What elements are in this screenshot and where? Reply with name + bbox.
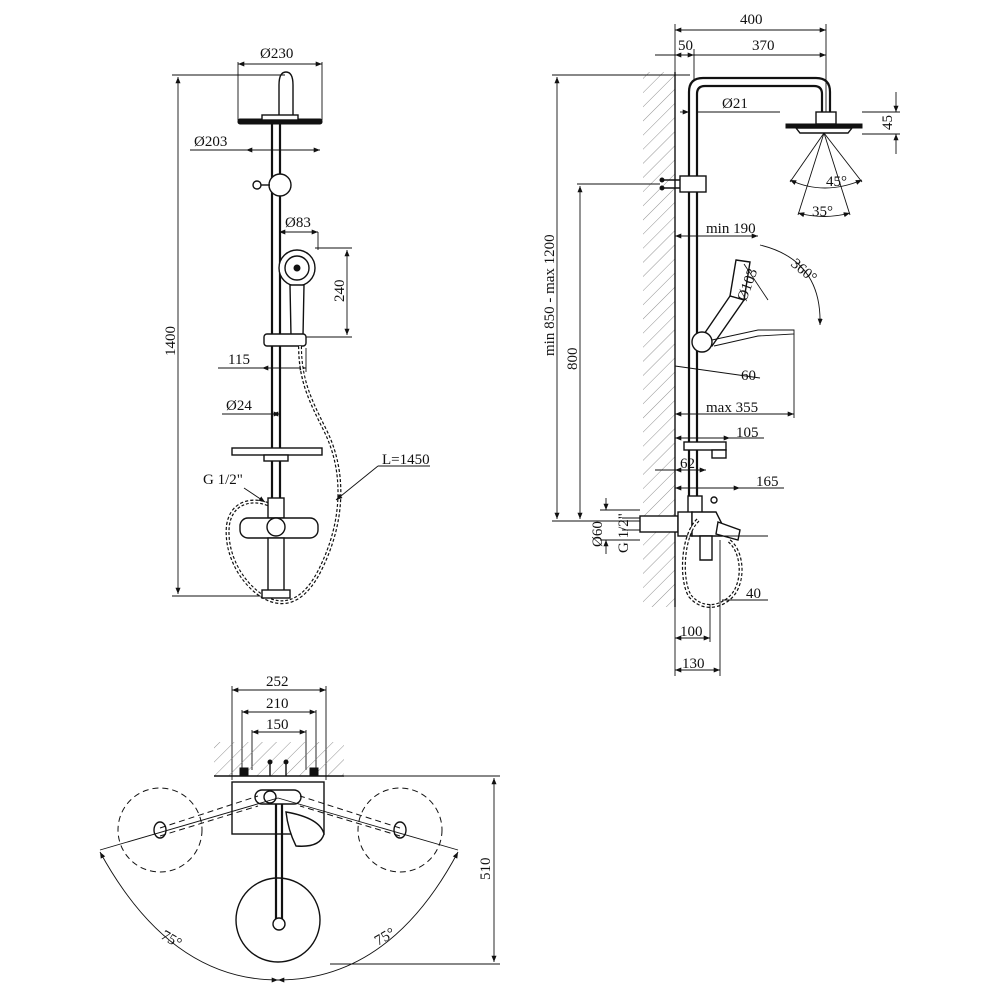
label-handshower-diameter: Ø83 [285, 215, 311, 231]
label-holder-min: min 190 [706, 221, 756, 237]
label-arm-diameter: Ø21 [722, 96, 748, 112]
label-head-outer: Ø230 [260, 46, 293, 62]
label-rotation: 360° [787, 256, 819, 287]
label-front-thread: G 1/2" [203, 472, 243, 488]
label-wall-offset: 50 [678, 38, 693, 54]
front-view: Ø230 Ø203 Ø83 240 1400 [163, 46, 430, 605]
top-view: 252 210 150 [99, 674, 500, 983]
label-top-width-inner: 150 [266, 717, 289, 733]
label-arm-reach: 370 [752, 38, 775, 54]
label-spout-height: 40 [746, 586, 761, 602]
label-head-inner: Ø203 [194, 134, 227, 150]
label-pipe-diameter: Ø24 [226, 398, 252, 414]
label-spray-inner: 35° [812, 204, 833, 220]
label-top-width-outer: 252 [266, 674, 289, 690]
label-flange-diameter: Ø60 [590, 521, 606, 547]
label-head-thickness: 45 [880, 115, 896, 130]
label-holder-offset: 115 [228, 352, 250, 368]
label-shelf-depth: 105 [736, 425, 759, 441]
label-height-800: 800 [565, 348, 581, 371]
label-mixer-depth-1: 100 [680, 624, 703, 640]
label-valve-offset: 62 [680, 456, 695, 472]
label-hose-length: L=1450 [382, 452, 430, 468]
label-top-angle-right: 75° [372, 925, 398, 949]
label-holder-max: max 355 [706, 400, 758, 416]
label-handshower-length: 240 [332, 280, 348, 303]
label-top-depth: 510 [478, 858, 494, 881]
label-spray-outer: 45° [826, 174, 847, 190]
label-tilt-angle: 60 [741, 368, 756, 384]
label-spout-reach: 165 [756, 474, 779, 490]
label-total-reach: 400 [740, 12, 763, 28]
label-side-thread: G 1/2" [616, 513, 632, 553]
label-total-height: 1400 [163, 326, 179, 356]
label-top-width-mid: 210 [266, 696, 289, 712]
side-view: 400 50 370 Ø21 45 45° 35° [542, 12, 900, 676]
label-mixer-depth-2: 130 [682, 656, 705, 672]
label-height-range: min 850 - max 1200 [542, 234, 558, 356]
